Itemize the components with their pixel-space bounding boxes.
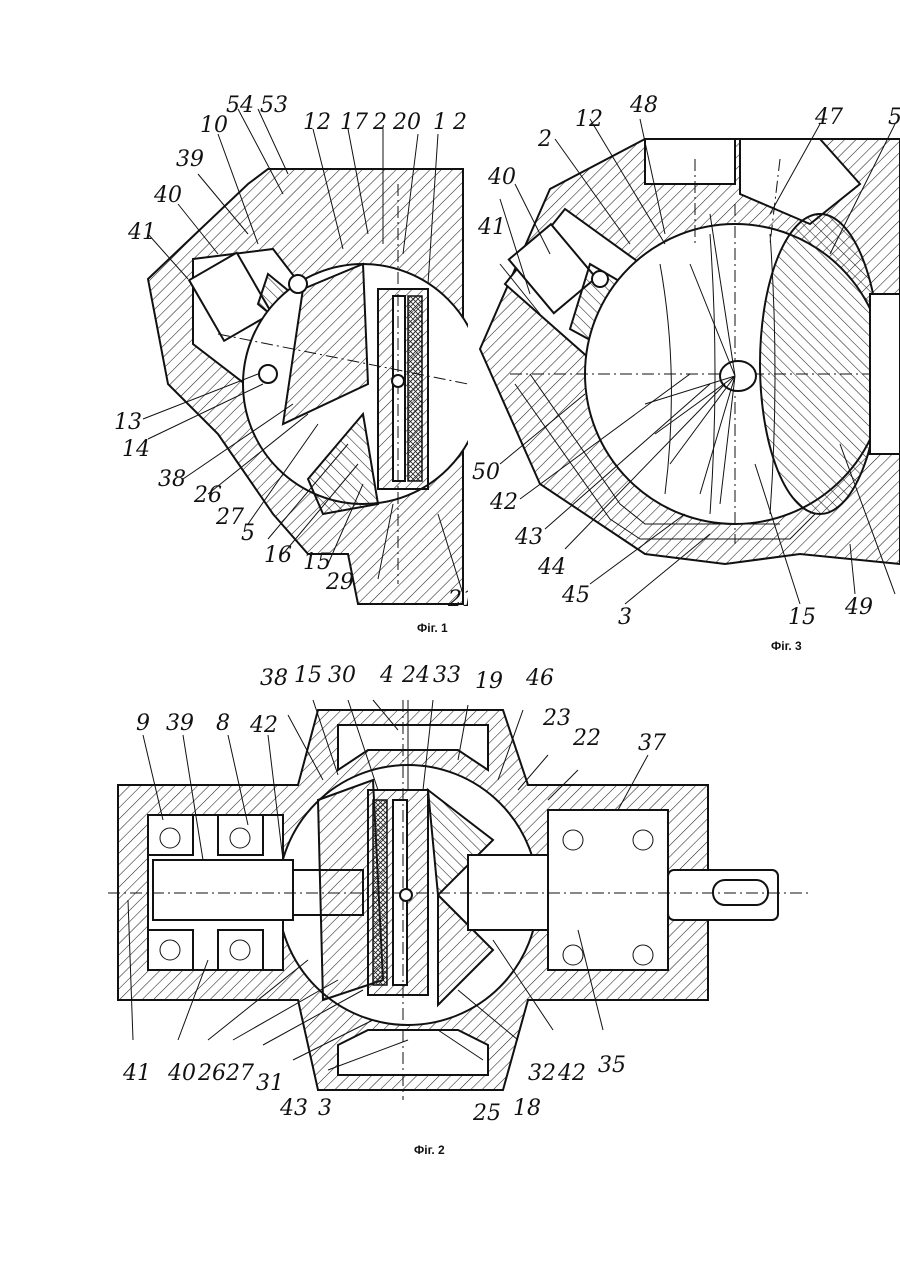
fig1-label: 53: [260, 93, 288, 118]
fig2-label: 18: [513, 1096, 541, 1121]
fig2-label: 40: [167, 1061, 196, 1086]
figure-3-caption: Фіг. 3: [771, 639, 802, 653]
fig3-label: 2: [537, 127, 552, 152]
fig2-label: 33: [433, 663, 461, 688]
fig3-label: 12: [575, 107, 603, 132]
fig2-label: 19: [475, 669, 503, 694]
fig3-label: 47: [814, 105, 843, 130]
fig2-label: 26: [197, 1061, 226, 1086]
fig2-label: 9: [136, 711, 150, 736]
fig1-label: 40: [153, 183, 182, 208]
fig1-label: 1: [433, 110, 447, 135]
fig2-label: 30: [328, 663, 356, 688]
fig2-label: 15: [294, 663, 322, 688]
fig3-label: 50: [472, 460, 500, 485]
fig2-label: 42: [557, 1061, 586, 1086]
fig2-label: 27: [225, 1061, 254, 1086]
fig1-label: 13: [114, 410, 142, 435]
fig2-label: 32: [528, 1061, 556, 1086]
fig3-label: 45: [561, 583, 590, 608]
fig2-label: 4: [379, 663, 394, 688]
fig2-label: 25: [472, 1101, 501, 1126]
figure-1-caption: Фіг. 1: [417, 621, 448, 635]
fig3-label: 41: [477, 215, 506, 240]
fig3-label: 15: [788, 605, 816, 630]
fig1-label: 20: [392, 110, 421, 135]
fig2-label: 38: [260, 666, 288, 691]
fig1-label: 2: [372, 110, 387, 135]
fig1-label: 12: [303, 110, 331, 135]
fig1-label: 41: [127, 220, 156, 245]
fig1-label: 17: [340, 110, 368, 135]
fig2-label: 8: [216, 711, 230, 736]
figure-1-drawing: 54 53 10 12 17 2 20 1 2 39 40 41 13 14 3…: [108, 84, 468, 614]
fig1-label: 5: [241, 521, 255, 546]
figure-1: 54 53 10 12 17 2 20 1 2 39 40 41 13 14 3…: [108, 84, 468, 614]
figure-3: 48 12 47 5 2 40 41 50 42 43 44 45 3 15 4…: [470, 84, 900, 634]
fig3-label: 40: [487, 165, 516, 190]
figure-2: 38 15 30 4 24 33 19 46 23 22 9 39 8 42 3…: [108, 660, 808, 1140]
figure-3-drawing: 48 12 47 5 2 40 41 50 42 43 44 45 3 15 4…: [470, 84, 900, 634]
fig3-label: 5: [888, 105, 900, 130]
fig1-label: 2: [452, 110, 467, 135]
fig3-label: 43: [514, 525, 543, 550]
fig2-label: 37: [638, 731, 666, 756]
fig2-label: 39: [166, 711, 194, 736]
fig1-label: 39: [176, 147, 204, 172]
fig3-label: 48: [629, 93, 658, 118]
fig2-label: 42: [249, 713, 278, 738]
fig2-label: 22: [572, 726, 601, 751]
fig2-label: 3: [318, 1096, 332, 1121]
fig3-label: 3: [618, 605, 632, 630]
fig2-label: 35: [598, 1053, 626, 1078]
fig1-label: 54: [226, 93, 254, 118]
fig2-label: 43: [279, 1096, 308, 1121]
figure-2-drawing: 38 15 30 4 24 33 19 46 23 22 9 39 8 42 3…: [108, 660, 808, 1140]
fig1-label: 14: [122, 437, 150, 462]
fig3-label: 44: [537, 555, 566, 580]
figure-2-caption: Фіг. 2: [414, 1143, 445, 1157]
fig1-label: 21: [447, 587, 468, 612]
fig1-label: 10: [200, 113, 228, 138]
fig3-label: 49: [844, 595, 873, 620]
fig2-label: 46: [525, 666, 554, 691]
fig2-label: 31: [256, 1071, 284, 1096]
fig2-label: 23: [542, 706, 571, 731]
fig1-label: 38: [158, 467, 186, 492]
fig2-label: 24: [401, 663, 430, 688]
fig1-label: 29: [325, 570, 354, 595]
fig3-label: 42: [489, 490, 518, 515]
fig1-label: 27: [215, 505, 244, 530]
fig2-label: 41: [122, 1061, 151, 1086]
fig1-label: 16: [264, 543, 292, 568]
